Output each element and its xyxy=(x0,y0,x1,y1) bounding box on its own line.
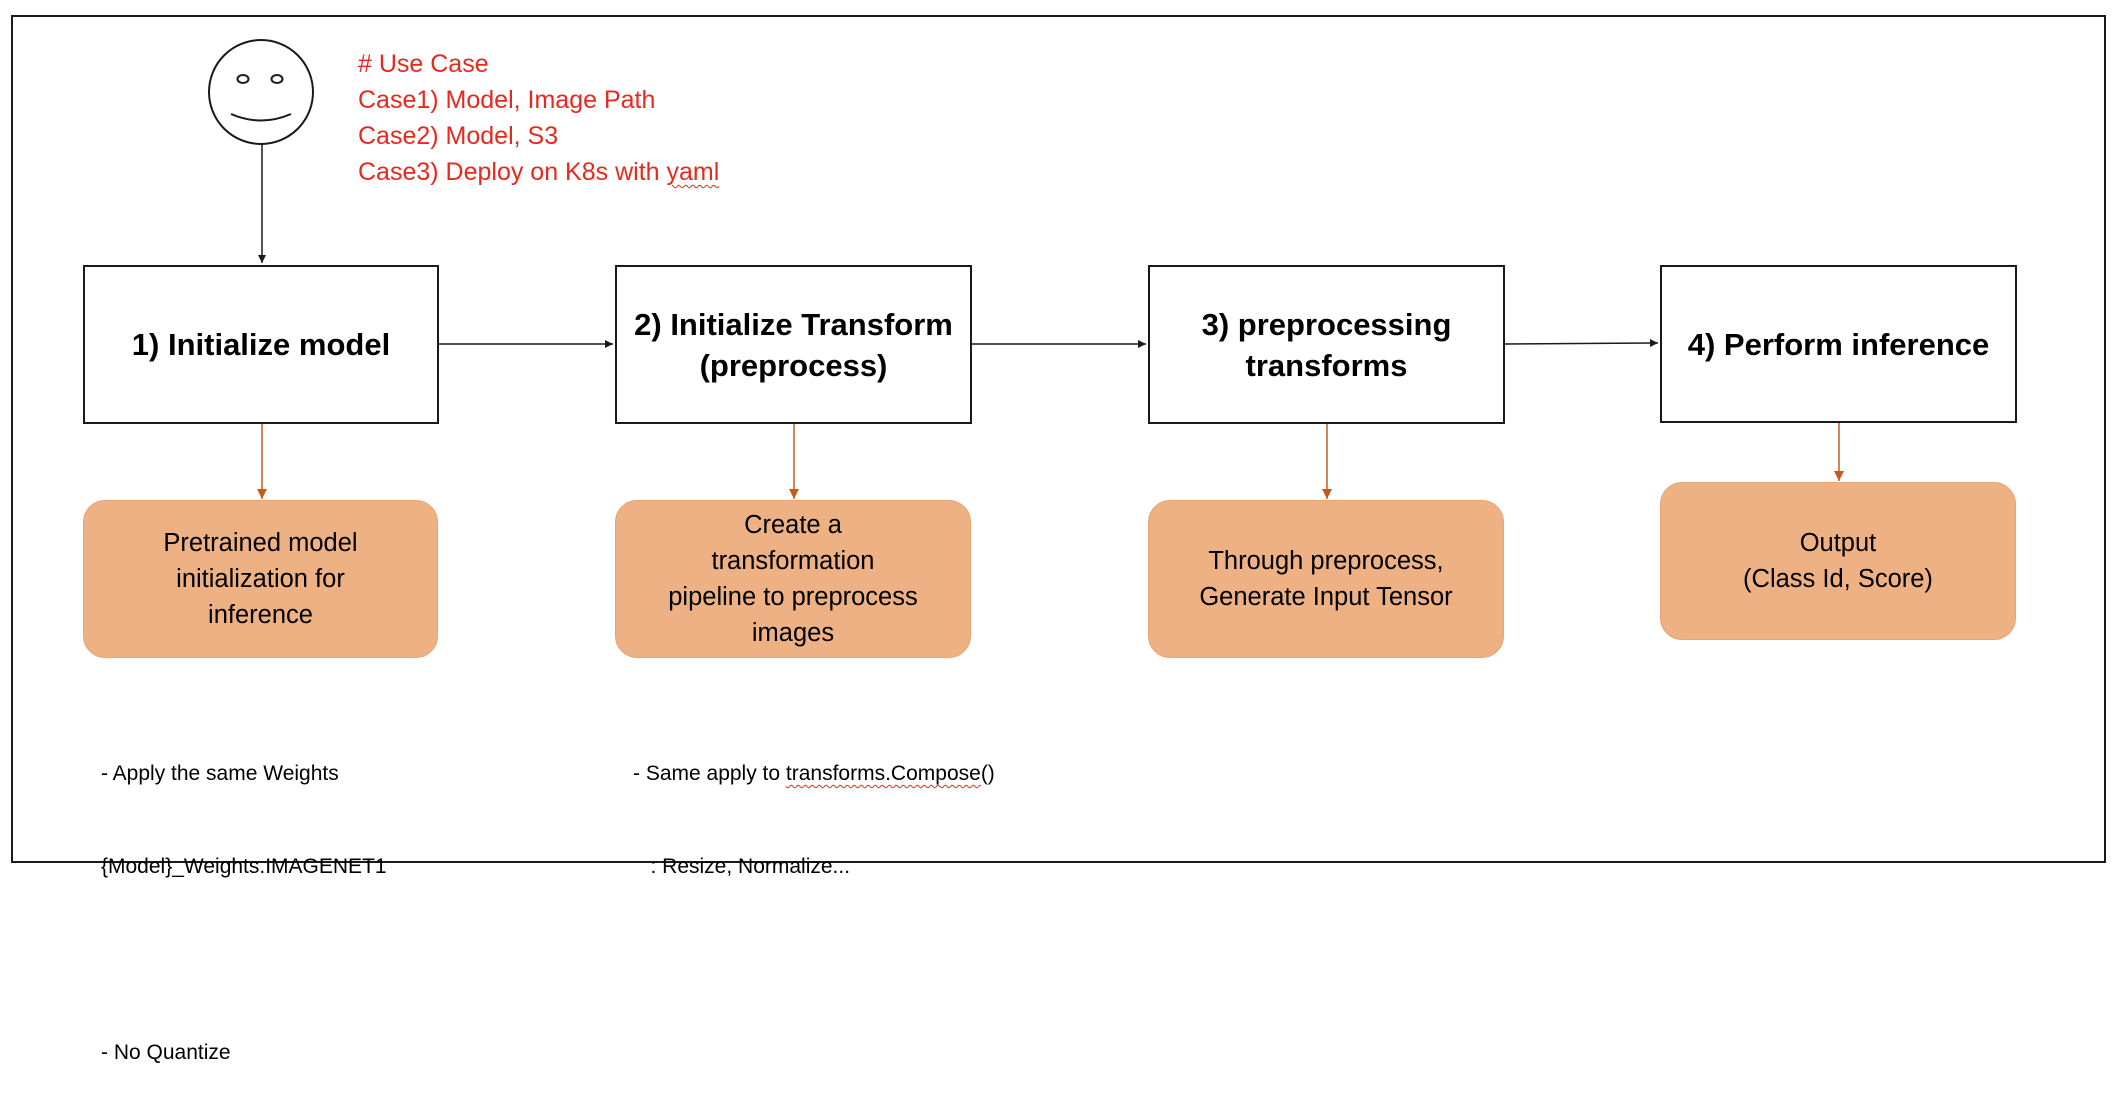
detail-line: Create a xyxy=(744,511,842,539)
smiley-face-icon xyxy=(208,39,314,145)
note-line: {Model}_Weights.IMAGENET1 xyxy=(101,855,387,878)
diagram-frame xyxy=(11,15,2106,863)
step-title-line: 1) Initialize model xyxy=(131,327,391,362)
note-spacer xyxy=(101,944,387,975)
step-initialize-model: 1) Initialize model xyxy=(83,265,439,424)
note-text: () xyxy=(980,762,995,785)
detail-line: images xyxy=(751,619,835,647)
step-preprocessing-transforms: 3) preprocessing transforms xyxy=(1148,265,1505,424)
detail-line: Generate Input Tensor xyxy=(1199,583,1453,611)
spellcheck-flagged-word: transforms.Compose xyxy=(785,762,981,785)
step-perform-inference: 4) Perform inference xyxy=(1660,265,2017,423)
detail-line: initialization for xyxy=(176,565,345,593)
detail-pretrained-model: Pretrained model initialization for infe… xyxy=(83,500,438,658)
detail-line: inference xyxy=(208,601,313,629)
note-line: - Same apply to transforms.Compose() xyxy=(633,758,995,789)
detail-line: (Class Id, Score) xyxy=(1743,565,1933,593)
detail-line: Pretrained model xyxy=(163,529,358,557)
step-title-line: 3) preprocessing xyxy=(1201,306,1452,342)
step-title-line: 2) Initialize Transform xyxy=(634,306,953,342)
note-step1: - Apply the same Weights {Model}_Weights… xyxy=(101,696,387,1099)
detail-input-tensor: Through preprocess, Generate Input Tenso… xyxy=(1148,500,1504,658)
step-title-line: (preprocess) xyxy=(699,347,888,383)
step-title-line: 4) Perform inference xyxy=(1687,326,1990,362)
step3-to-step4-arrow xyxy=(1504,339,1659,348)
use-case-3: Case3) Deploy on K8s with yaml xyxy=(358,154,719,190)
spellcheck-flagged-word: yaml xyxy=(666,158,720,186)
detail-transformation-pipeline: Create a transformation pipeline to prep… xyxy=(615,500,971,658)
detail-line: Output xyxy=(1799,529,1877,557)
note-line: : Resize, Normalize... xyxy=(633,855,851,878)
detail-line: pipeline to preprocess xyxy=(668,583,918,611)
step-title-line: transforms xyxy=(1245,347,1408,383)
connectors-layer xyxy=(208,39,1844,499)
step-initialize-transform: 2) Initialize Transform (preprocess) xyxy=(615,265,972,424)
note-step2: - Same apply to transforms.Compose() : R… xyxy=(633,696,995,913)
use-case-2: Case2) Model, S3 xyxy=(358,122,559,150)
use-case-heading: # Use Case xyxy=(358,50,489,78)
detail-output: Output (Class Id, Score) xyxy=(1660,482,2016,640)
note-text: - Same apply to xyxy=(633,762,786,785)
detail-line: transformation xyxy=(711,547,875,575)
note-line: - No Quantize xyxy=(101,1041,231,1064)
use-case-3-text: Case3) Deploy on K8s with xyxy=(358,158,667,186)
note-line: - Apply the same Weights xyxy=(101,762,339,785)
use-case-notes: # Use Case Case1) Model, Image Path Case… xyxy=(358,46,719,190)
use-case-1: Case1) Model, Image Path xyxy=(358,86,656,114)
detail-line: Through preprocess, xyxy=(1208,547,1444,575)
